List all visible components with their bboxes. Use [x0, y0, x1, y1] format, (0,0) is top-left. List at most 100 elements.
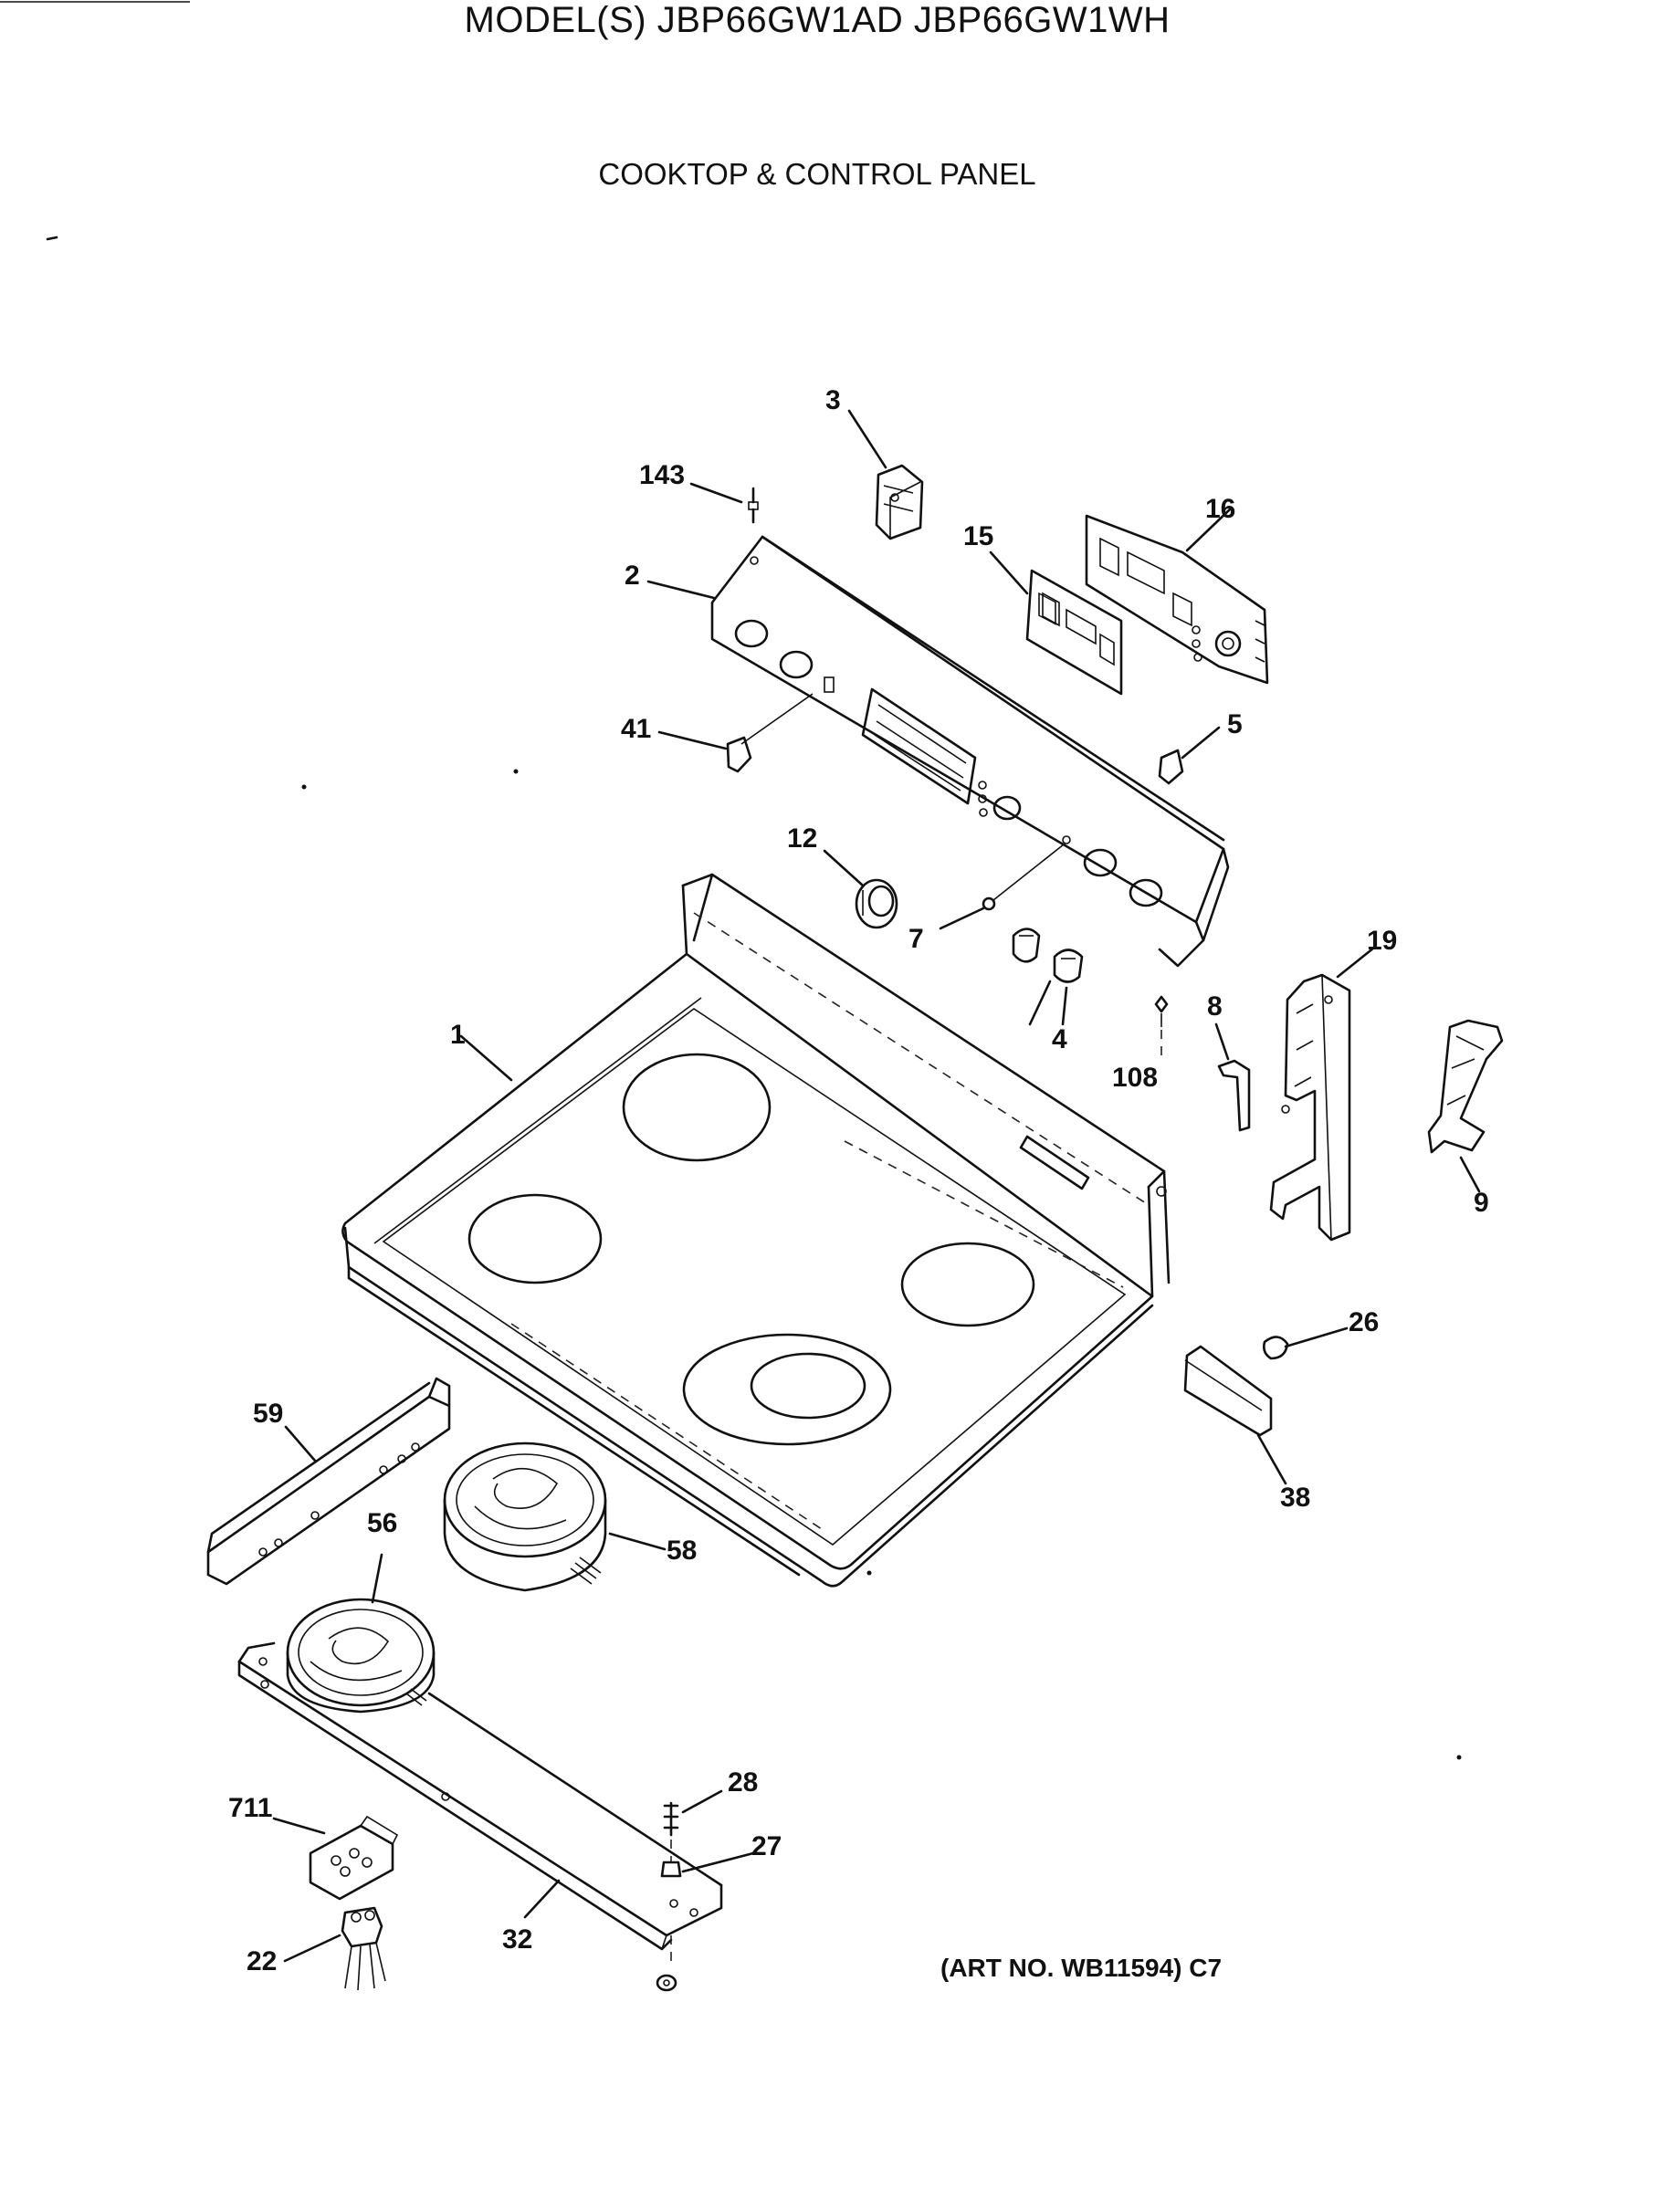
- control-panel-display-window: [861, 687, 977, 805]
- bracket-32-back: [427, 1692, 723, 1887]
- section-subtitle: COOKTOP & CONTROL PANEL: [598, 157, 1036, 191]
- cooktop-front-dashes: [510, 1323, 823, 1530]
- callout-7: 7: [908, 924, 924, 954]
- callout-19: 19: [1367, 926, 1397, 956]
- electronic-control-16: [1085, 514, 1269, 685]
- cooktop-burner-front-right-inner: [750, 1352, 866, 1420]
- nut-27: [660, 1861, 682, 1963]
- control-panel-knob-hole-4: [1129, 878, 1163, 907]
- control-panel-indicator-1: [978, 781, 987, 790]
- callout-5: 5: [1227, 709, 1243, 739]
- control-panel-switch-opening: [824, 676, 835, 693]
- callout-9: 9: [1474, 1188, 1489, 1218]
- callout-8: 8: [1207, 991, 1223, 1022]
- bracket-32-front: [237, 1660, 723, 1937]
- bracket-8: [1217, 1059, 1251, 1132]
- cooktop-cutout: [1019, 1135, 1090, 1190]
- support-bracket-32: [237, 1641, 723, 1951]
- cooktop-backsplash-edge: [692, 873, 714, 942]
- cooktop-assembly: [341, 873, 1171, 1588]
- callout-27: 27: [751, 1831, 782, 1861]
- radiant-element-56: [286, 1598, 436, 1714]
- callout-41: 41: [621, 714, 651, 744]
- cover-38: [1183, 1345, 1273, 1437]
- cooktop-burner-rear-right: [900, 1242, 1035, 1327]
- cooktop-backsplash: [681, 873, 1166, 1189]
- control-panel-knob-hole-3: [1083, 848, 1118, 877]
- rail-59: [206, 1377, 451, 1586]
- knobs-4: [1012, 928, 1084, 983]
- bracket-32-lower: [237, 1660, 673, 1951]
- control-panel-indicator-2: [978, 794, 987, 803]
- cooktop-backsplash-right-edge: [1162, 1169, 1171, 1284]
- callout-12: 12: [787, 823, 817, 854]
- callout-4: 4: [1052, 1024, 1067, 1054]
- control-panel-end-cap: [1194, 847, 1230, 942]
- control-panel-clock-knob: [992, 795, 1022, 821]
- callout-143: 143: [639, 460, 685, 490]
- cooktop-front-edge: [343, 1226, 1154, 1588]
- control-panel-knob-hole-1: [734, 619, 769, 648]
- control-panel-indicator-3: [979, 808, 988, 817]
- washer-bottom: [656, 1974, 677, 1992]
- callout-22: 22: [247, 1946, 277, 1976]
- scan-specks: [46, 236, 1462, 1760]
- switch-5: [1158, 749, 1184, 785]
- side-trim-19: [1269, 973, 1351, 1242]
- control-panel-bracket: [1158, 938, 1205, 968]
- callout-2: 2: [625, 561, 640, 591]
- knob-12: [855, 878, 898, 929]
- callout-26: 26: [1349, 1307, 1379, 1337]
- callout-58: 58: [667, 1536, 697, 1566]
- cooktop-surface: [341, 952, 1154, 1570]
- cooktop-right-dashes: [844, 1140, 1124, 1288]
- control-panel-knob-hole-2: [779, 650, 814, 679]
- callout-108: 108: [1112, 1063, 1158, 1093]
- switch-3: [875, 464, 924, 540]
- wire-harness-22: [341, 1906, 386, 1991]
- page-title: MODEL(S) JBP66GW1AD JBP66GW1WH: [464, 0, 1171, 40]
- grommet-26: [1263, 1336, 1289, 1360]
- callout-3: 3: [825, 385, 841, 415]
- cooktop-burner-rear-left: [622, 1053, 772, 1162]
- cooktop-skirt: [347, 1265, 801, 1577]
- cooktop-backsplash-left: [681, 884, 688, 956]
- display-overlay-15: [1025, 569, 1123, 696]
- stud-28: [663, 1801, 679, 1862]
- cooktop-screw-hole: [1156, 1186, 1167, 1197]
- lens-7: [982, 844, 1065, 911]
- cooktop-glass-outline: [382, 1008, 1127, 1546]
- art-number: (ART NO. WB11594) C7: [940, 1954, 1223, 1982]
- cooktop-backsplash-right: [1147, 1185, 1154, 1298]
- radiant-element-58: [443, 1441, 607, 1592]
- switch-41: [726, 693, 814, 773]
- control-panel-screw: [750, 556, 759, 565]
- control-panel-light-hole: [1062, 835, 1071, 844]
- callout-711: 711: [228, 1793, 272, 1823]
- callout-16: 16: [1205, 494, 1235, 524]
- callout-32: 32: [502, 1924, 532, 1955]
- cooktop-backsplash-seam: [693, 912, 1147, 1204]
- callout-56: 56: [367, 1508, 397, 1538]
- callout-1: 1: [450, 1020, 466, 1050]
- cooktop-burner-front-right-outer: [682, 1333, 892, 1446]
- control-panel-top-edge: [761, 535, 1225, 842]
- screw-143: [748, 487, 759, 524]
- callout-labels: 143 3 16 15 2 41 5 12 7 4 108 8 19 9 1 2…: [228, 385, 1489, 1976]
- cooktop-glass-inner-edge: [373, 997, 702, 1244]
- callout-59: 59: [253, 1399, 283, 1429]
- control-panel-face: [710, 535, 1225, 924]
- callout-28: 28: [728, 1767, 758, 1798]
- bracket-32-left-end: [237, 1641, 276, 1663]
- terminal-block-711: [309, 1815, 399, 1901]
- screw-108: [1154, 995, 1169, 1059]
- cooktop-burner-front-left: [467, 1193, 603, 1284]
- control-panel-backguard: [710, 535, 1230, 968]
- control-panel-display-lines: [874, 704, 967, 791]
- callout-15: 15: [963, 521, 993, 551]
- bracket-32-tab: [661, 1934, 667, 1950]
- callout-38: 38: [1280, 1483, 1310, 1513]
- leader-lines: [272, 409, 1481, 1963]
